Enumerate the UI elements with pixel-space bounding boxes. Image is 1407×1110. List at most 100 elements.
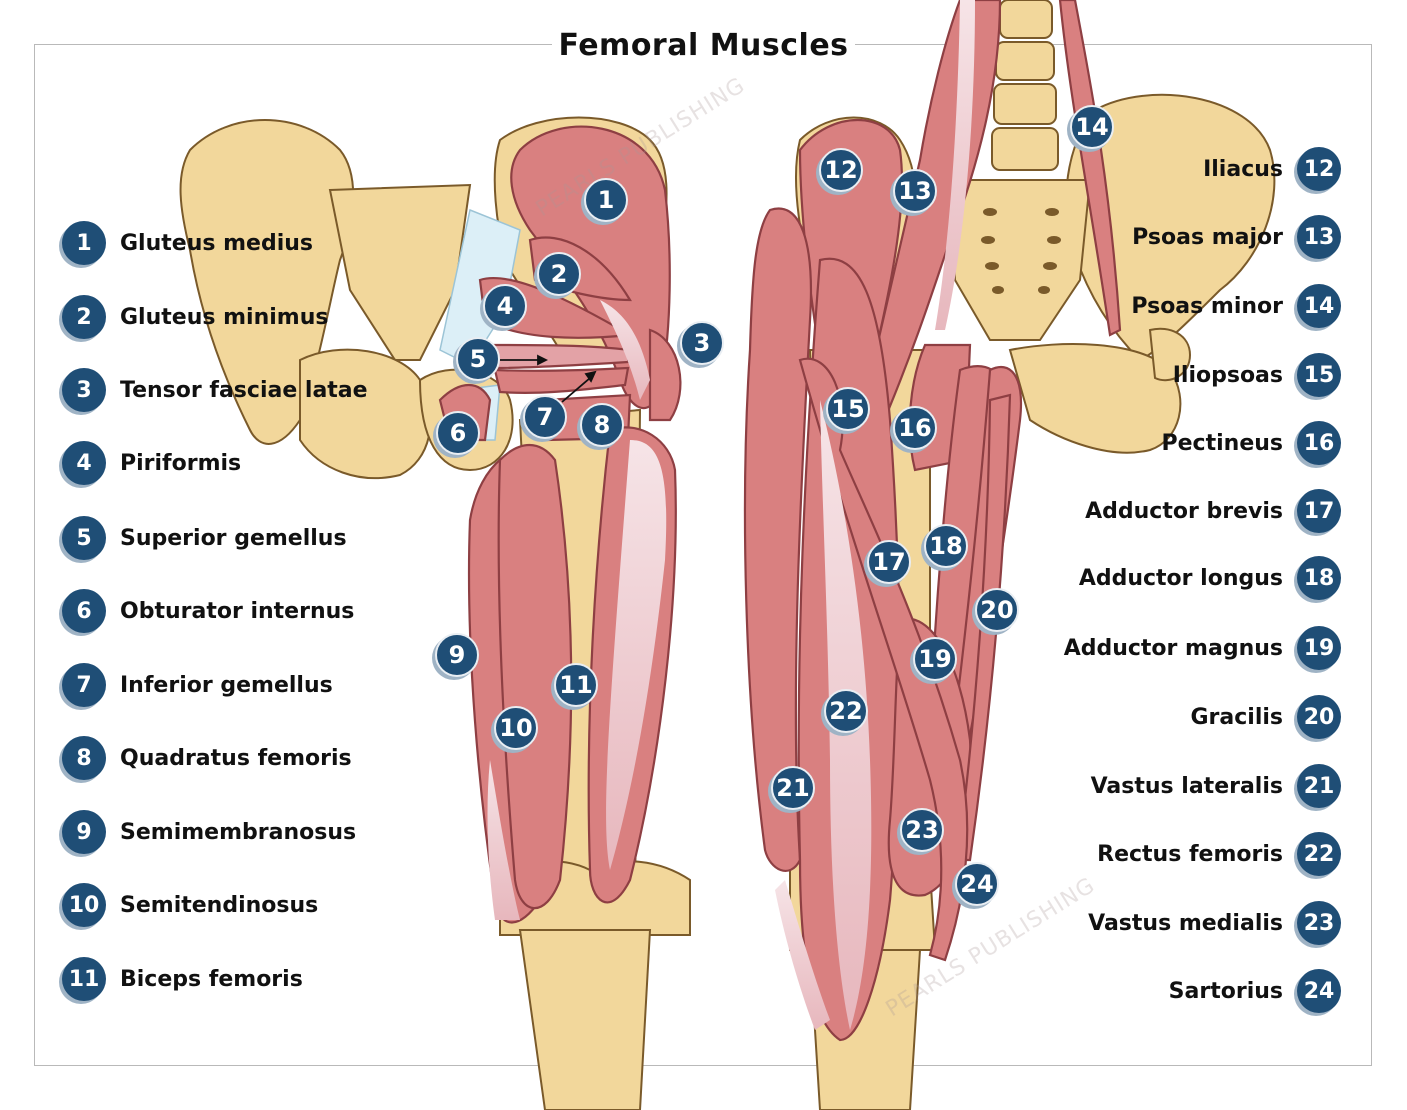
legend-item-7: 7 Inferior gemellus xyxy=(62,663,333,707)
legend-badge: 9 xyxy=(62,810,106,854)
marker-quadratus-femoris: 8 xyxy=(580,403,624,447)
legend-label: Adductor longus xyxy=(1078,565,1283,591)
marker-gracilis: 20 xyxy=(975,588,1019,632)
legend-label: Inferior gemellus xyxy=(120,672,333,698)
anterior-muscles xyxy=(743,0,1122,1042)
marker-psoas-major: 13 xyxy=(893,169,937,213)
legend-label: Psoas minor xyxy=(1131,293,1283,319)
marker-psoas-minor: 14 xyxy=(1070,105,1114,149)
legend-badge: 20 xyxy=(1297,695,1341,739)
legend-item-1: 1 Gluteus medius xyxy=(62,221,313,265)
legend-badge: 11 xyxy=(62,957,106,1001)
legend-item-4: 4 Piriformis xyxy=(62,441,241,485)
legend-label: Gluteus minimus xyxy=(120,304,329,330)
marker-inferior-gemellus: 7 xyxy=(523,395,567,439)
legend-item-5: 5 Superior gemellus xyxy=(62,516,347,560)
legend-badge: 13 xyxy=(1297,215,1341,259)
legend-item-6: 6 Obturator internus xyxy=(62,589,354,633)
legend-label: Obturator internus xyxy=(120,598,355,624)
legend-label: Quadratus femoris xyxy=(120,745,352,771)
sacral-foramina xyxy=(981,208,1061,294)
legend-badge: 18 xyxy=(1297,556,1341,600)
legend-item-23: 23 Vastus medialis xyxy=(1088,901,1341,945)
legend-label: Iliopsoas xyxy=(1172,362,1283,388)
legend-item-3: 3 Tensor fasciae latae xyxy=(62,368,368,412)
legend-label: Biceps femoris xyxy=(120,966,303,992)
legend-item-18: 18 Adductor longus xyxy=(1079,556,1341,600)
legend-badge: 6 xyxy=(62,589,106,633)
marker-semimembranosus: 9 xyxy=(435,633,479,677)
marker-adductor-brevis: 17 xyxy=(867,540,911,584)
legend-badge: 24 xyxy=(1297,969,1341,1013)
marker-piriformis: 4 xyxy=(483,284,527,328)
legend-item-24: 24 Sartorius xyxy=(1169,969,1341,1013)
legend-badge: 16 xyxy=(1297,421,1341,465)
marker-tensor-fasciae-latae: 3 xyxy=(680,321,724,365)
marker-superior-gemellus: 5 xyxy=(456,337,500,381)
legend-badge: 17 xyxy=(1297,489,1341,533)
legend-badge: 14 xyxy=(1297,284,1341,328)
legend-item-22: 22 Rectus femoris xyxy=(1097,832,1341,876)
marker-pectineus: 16 xyxy=(893,406,937,450)
diagram-title: Femoral Muscles xyxy=(0,28,1407,63)
legend-item-12: 12 Iliacus xyxy=(1203,147,1341,191)
legend-label: Adductor brevis xyxy=(1085,498,1283,524)
legend-badge: 22 xyxy=(1297,832,1341,876)
legend-item-20: 20 Gracilis xyxy=(1190,695,1341,739)
legend-label: Vastus medialis xyxy=(1088,910,1283,936)
marker-gluteus-minimus: 2 xyxy=(537,252,581,296)
legend-item-16: 16 Pectineus xyxy=(1162,421,1341,465)
marker-vastus-medialis: 23 xyxy=(900,808,944,852)
legend-item-21: 21 Vastus lateralis xyxy=(1091,764,1341,808)
legend-label: Adductor magnus xyxy=(1063,635,1283,661)
marker-semitendinosus: 10 xyxy=(494,706,538,750)
legend-badge: 4 xyxy=(62,441,106,485)
legend-item-17: 17 Adductor brevis xyxy=(1085,489,1341,533)
legend-badge: 12 xyxy=(1297,147,1341,191)
legend-label: Pectineus xyxy=(1161,430,1283,456)
marker-vastus-lateralis: 21 xyxy=(771,766,815,810)
legend-badge: 5 xyxy=(62,516,106,560)
legend-label: Gracilis xyxy=(1190,704,1283,730)
legend-badge: 7 xyxy=(62,663,106,707)
legend-badge: 23 xyxy=(1297,901,1341,945)
legend-label: Semitendinosus xyxy=(120,892,319,918)
legend-label: Gluteus medius xyxy=(120,230,314,256)
legend-item-10: 10 Semitendinosus xyxy=(62,883,318,927)
legend-item-2: 2 Gluteus minimus xyxy=(62,295,328,339)
legend-badge: 10 xyxy=(62,883,106,927)
legend-label: Rectus femoris xyxy=(1097,841,1283,867)
legend-badge: 19 xyxy=(1297,626,1341,670)
marker-biceps-femoris: 11 xyxy=(554,663,598,707)
legend-label: Piriformis xyxy=(120,450,242,476)
legend-badge: 1 xyxy=(62,221,106,265)
marker-iliopsoas: 15 xyxy=(826,387,870,431)
legend-badge: 3 xyxy=(62,368,106,412)
legend-badge: 2 xyxy=(62,295,106,339)
legend-label: Superior gemellus xyxy=(120,525,347,551)
legend-item-11: 11 Biceps femoris xyxy=(62,957,303,1001)
legend-badge: 8 xyxy=(62,736,106,780)
legend-item-19: 19 Adductor magnus xyxy=(1064,626,1341,670)
legend-item-14: 14 Psoas minor xyxy=(1131,284,1341,328)
legend-item-9: 9 Semimembranosus xyxy=(62,810,356,854)
legend-label: Sartorius xyxy=(1168,978,1283,1004)
legend-label: Iliacus xyxy=(1203,156,1283,182)
marker-adductor-longus: 18 xyxy=(924,524,968,568)
pointer-arrows xyxy=(500,354,597,403)
legend-badge: 21 xyxy=(1297,764,1341,808)
marker-adductor-magnus: 19 xyxy=(913,637,957,681)
marker-rectus-femoris: 22 xyxy=(824,689,868,733)
marker-gluteus-medius: 1 xyxy=(584,178,628,222)
marker-iliacus: 12 xyxy=(819,148,863,192)
legend-label: Semimembranosus xyxy=(120,819,357,845)
legend-item-13: 13 Psoas major xyxy=(1132,215,1341,259)
legend-label: Psoas major xyxy=(1132,224,1283,250)
legend-label: Tensor fasciae latae xyxy=(120,377,368,403)
legend-item-8: 8 Quadratus femoris xyxy=(62,736,352,780)
marker-obturator-internus: 6 xyxy=(436,411,480,455)
legend-label: Vastus lateralis xyxy=(1090,773,1283,799)
marker-sartorius: 24 xyxy=(955,862,999,906)
